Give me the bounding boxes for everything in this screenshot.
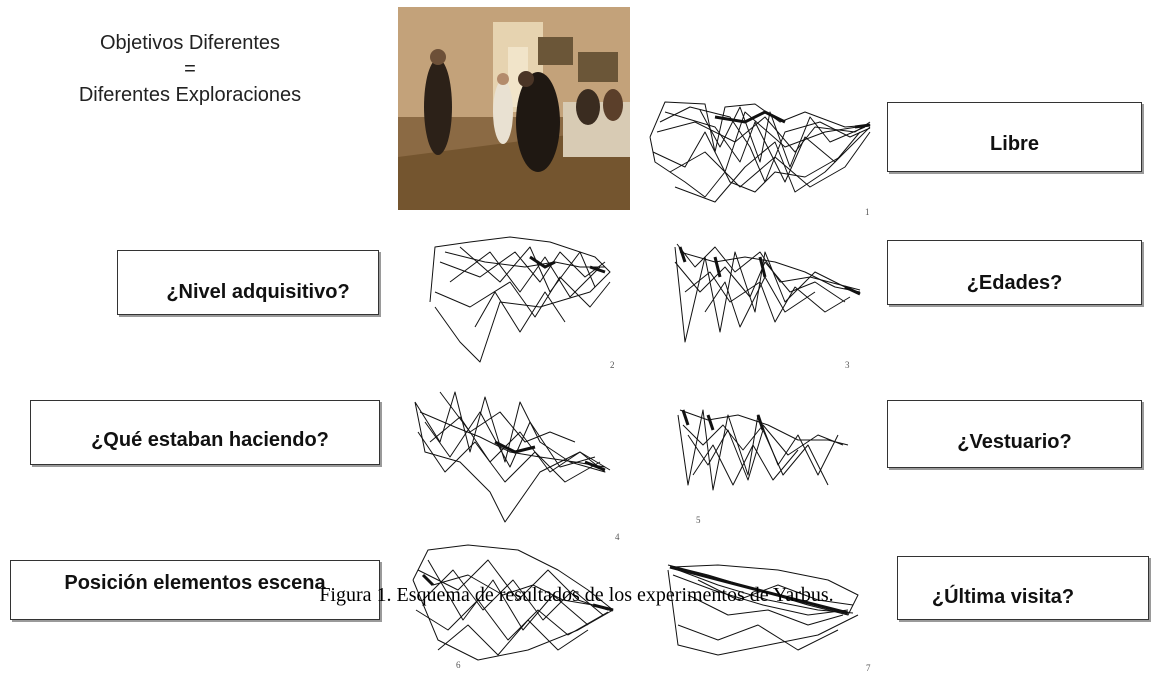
box-vestuario: ¿Vestuario? <box>887 400 1142 468</box>
scanpath-number: 7 <box>866 663 871 673</box>
scanpath-1-trace <box>649 101 871 203</box>
heading: Objetivos Diferentes = Diferentes Explor… <box>20 30 360 108</box>
scanpath-number: 4 <box>615 532 620 542</box>
scanpath-number: 1 <box>865 207 870 217</box>
scanpath-2-trace <box>429 236 611 363</box>
scanpath-3-trace <box>674 243 861 343</box>
scanpath-1: 1 <box>645 92 877 217</box>
scanpath-5: 5 <box>668 395 858 525</box>
figure-caption: Figura 1. Esquema de resultados de los e… <box>319 584 834 606</box>
scanpath-number: 2 <box>610 360 615 370</box>
box-ultima-visita: ¿Última visita? <box>897 556 1149 620</box>
heading-line-3: Diferentes Exploraciones <box>78 84 302 106</box>
scanpath-6-trace <box>412 544 614 661</box>
scanpath-6: 6 <box>408 540 620 670</box>
heading-line-1: Objetivos Diferentes <box>99 32 281 54</box>
box-libre: Libre <box>887 102 1142 172</box>
scanpath-number: 5 <box>696 515 701 525</box>
scanpath-5-trace <box>677 409 849 491</box>
heading-equals: = <box>184 58 196 80</box>
scanpath-7-trace <box>667 564 859 656</box>
scanpath-4-trace <box>414 391 611 523</box>
box-posicion-elementos: Posición elementos escena <box>10 560 380 620</box>
box-nivel-adquisitivo: ¿Nivel adquisitivo? <box>117 250 379 315</box>
box-que-estaban-haciendo: ¿Qué estaban haciendo? <box>30 400 380 465</box>
scanpath-2: 2 <box>420 222 615 370</box>
scanpath-number: 6 <box>456 660 461 670</box>
scanpath-number: 3 <box>845 360 850 370</box>
box-edades: ¿Edades? <box>887 240 1142 305</box>
scanpath-4: 4 <box>410 382 620 542</box>
scanpath-7: 7 <box>658 555 871 673</box>
scanpath-3: 3 <box>665 232 865 370</box>
painting-image <box>398 7 630 210</box>
